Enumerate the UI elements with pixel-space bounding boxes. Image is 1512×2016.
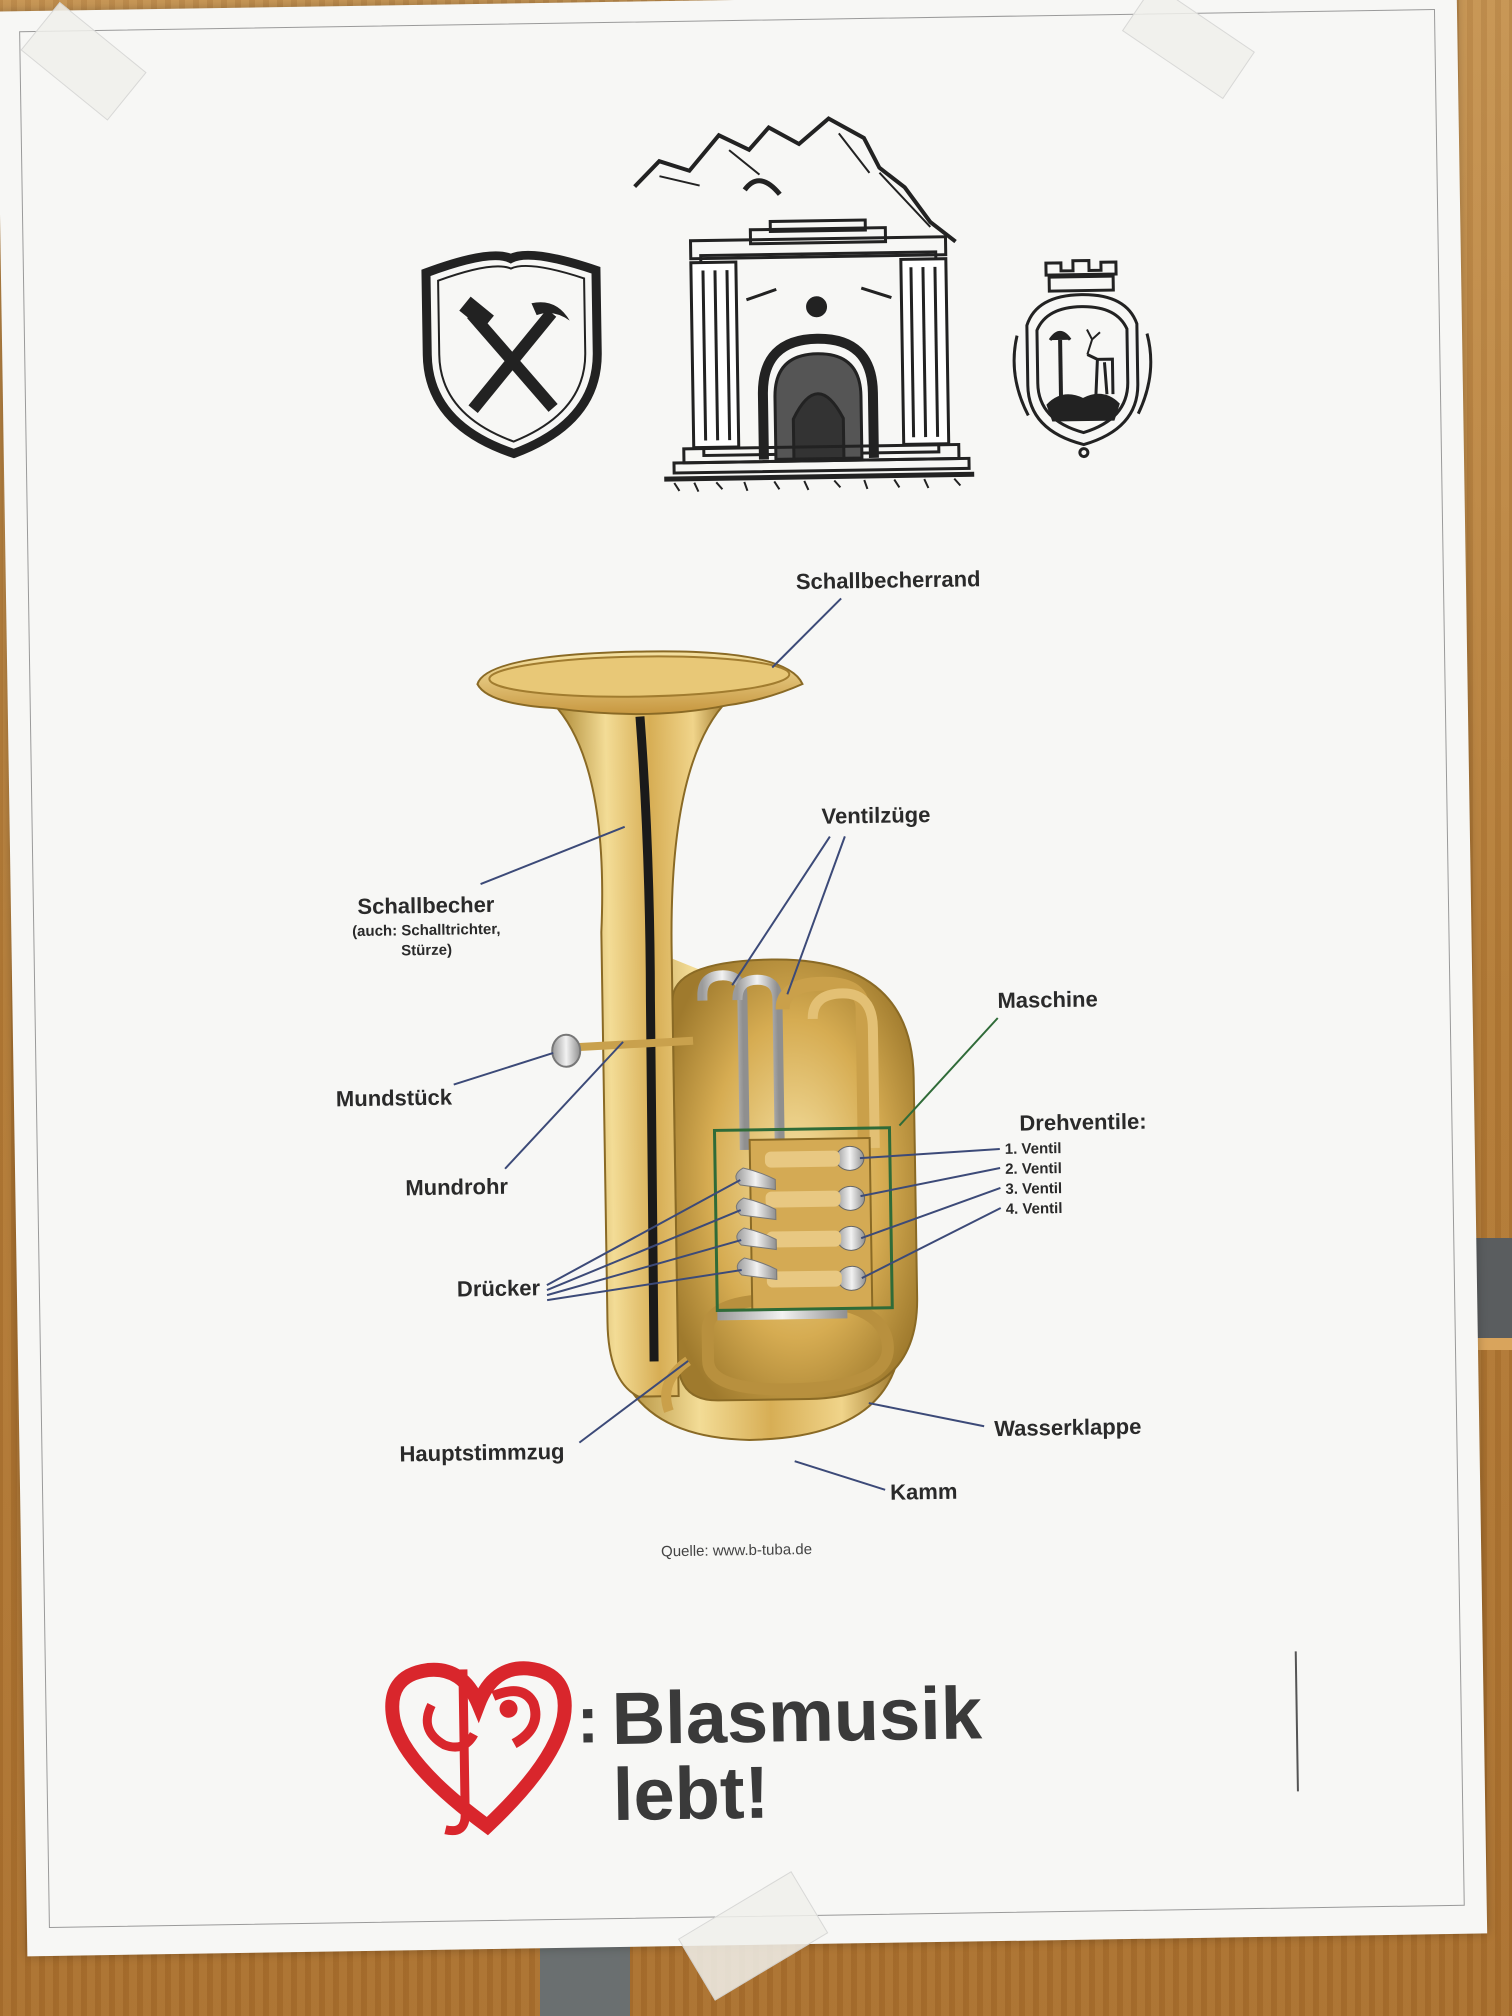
label-schallbecher: Schallbecher <box>357 892 495 919</box>
brand-line-1: Blasmusik <box>611 1671 983 1760</box>
label-ventilzuege: Ventilzüge <box>821 802 930 829</box>
hammer-and-pick-shield-icon <box>421 250 602 459</box>
label-ventil-3: 3. Ventil <box>1005 1180 1062 1198</box>
maschine-leader <box>898 1017 999 1127</box>
label-schallbecher-note: (auch: Schalltrichter, <box>352 921 501 940</box>
label-ventil-4: 4. Ventil <box>1006 1200 1063 1218</box>
rotary-valves <box>748 1137 874 1311</box>
door-gap-bottom <box>540 1940 630 2016</box>
label-mundstueck: Mundstück <box>336 1085 453 1112</box>
poster: Schallbecherrand Ventilzüge Schallbecher… <box>0 0 1488 2001</box>
label-hauptstimmzug: Hauptstimmzug <box>399 1439 564 1467</box>
label-kamm: Kamm <box>890 1479 958 1505</box>
label-ventil-1: 1. Ventil <box>1005 1140 1062 1158</box>
label-schallbecherrand: Schallbecherrand <box>796 566 981 594</box>
label-ventil-2: 2. Ventil <box>1005 1160 1062 1178</box>
label-maschine: Maschine <box>997 986 1098 1013</box>
label-mundrohr: Mundrohr <box>405 1174 508 1201</box>
brand-line-2: lebt! <box>612 1751 769 1836</box>
mine-portal-icon <box>633 116 975 493</box>
label-schallbecher-note: Stürze) <box>401 942 452 960</box>
brand-colon: : <box>576 1682 599 1756</box>
label-wasserklappe: Wasserklappe <box>994 1414 1142 1441</box>
poster-artwork: Schallbecherrand Ventilzüge Schallbecher… <box>336 116 1153 1836</box>
valve-levers <box>735 1167 778 1281</box>
leader-lines <box>453 597 1002 1491</box>
label-druecker: Drücker <box>457 1275 541 1301</box>
deer-coat-of-arms-icon <box>1012 258 1153 459</box>
clef-heart-icon <box>385 1661 572 1836</box>
tuba-illustration <box>476 650 919 1441</box>
source-credit: Quelle: www.b-tuba.de <box>661 1541 812 1560</box>
label-drehventile: Drehventile: <box>1019 1109 1147 1136</box>
